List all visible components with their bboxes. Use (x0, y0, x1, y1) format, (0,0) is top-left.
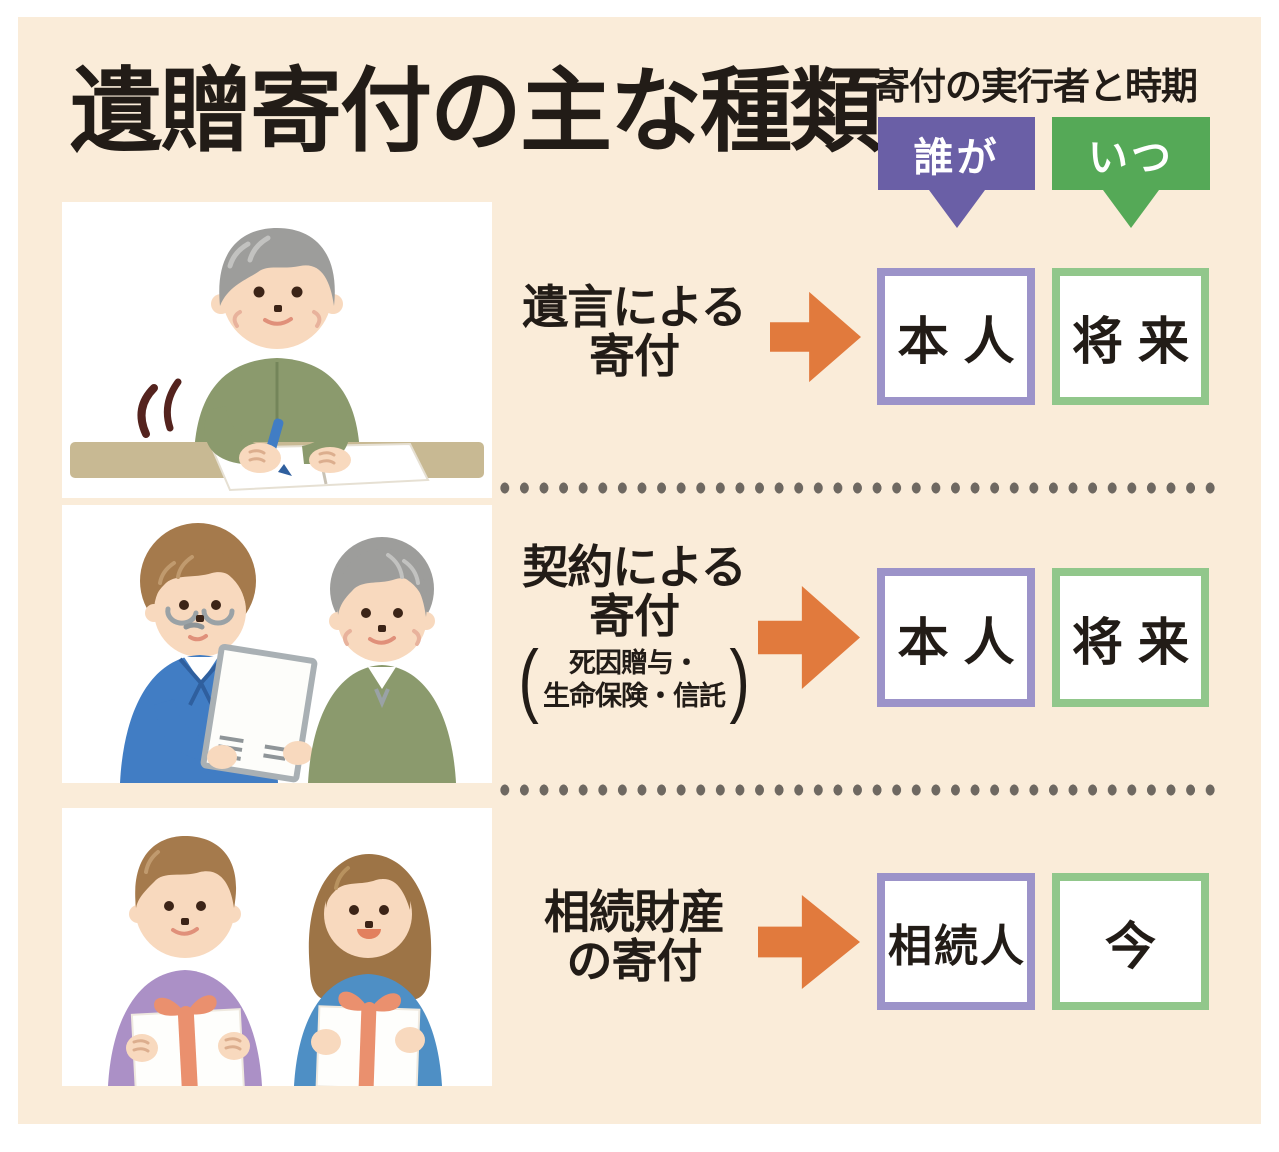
senior-writing-will-drawing (70, 228, 484, 492)
who-value-box-row2: 本人 (877, 568, 1035, 707)
heirs-holding-gifts-illustration (62, 808, 492, 1086)
dotted-divider (495, 784, 1216, 796)
row-label-line: 寄付 (589, 590, 680, 643)
note-line: 死因贈与・ (569, 648, 700, 679)
heirs-holding-gifts-drawing (108, 836, 442, 1086)
when-value-box-row3: 今 (1052, 873, 1209, 1010)
who-value-box-row3: 相続人 (877, 873, 1035, 1010)
contract-donation-note: ( 死因贈与・ 生命保険・信託 ) (492, 634, 776, 725)
row-label-line: 契約による (522, 541, 747, 593)
when-bubble: いつ (1052, 117, 1210, 190)
row-label-line: 遺言による (522, 281, 747, 333)
row-label-line: の寄付 (566, 935, 703, 988)
when-value: 今 (1104, 917, 1156, 975)
row-label-will-donation: 遺言による 寄付 (496, 281, 772, 383)
who-bubble: 誰が (878, 117, 1035, 190)
note-line: 生命保険・信託 (543, 680, 726, 711)
row-label-line: 寄付 (589, 330, 680, 383)
row-label-inheritance-donation: 相続財産 の寄付 (496, 886, 772, 988)
who-value: 本人 (897, 312, 1030, 370)
row-label-contract-donation: 契約による 寄付 (496, 541, 772, 643)
senior-writing-will-illustration (62, 202, 492, 498)
dotted-divider (495, 482, 1216, 494)
note-open-paren: ( (518, 634, 539, 725)
who-bubble-label: 誰が (913, 135, 1000, 180)
who-value-box-row1: 本人 (877, 268, 1035, 405)
page-title: 遺贈寄付の主な種類 (70, 61, 882, 163)
when-value-box-row1: 将来 (1052, 268, 1209, 405)
advisor-showing-contract-drawing (120, 523, 456, 783)
when-value: 将来 (1071, 312, 1204, 370)
who-value: 本人 (897, 613, 1030, 671)
note-close-paren: ) (729, 634, 750, 725)
legend-heading: 寄付の実行者と時期 (873, 66, 1198, 107)
advisor-showing-contract-illustration (62, 505, 492, 783)
row-label-line: 相続財産 (544, 886, 725, 938)
when-value-box-row2: 将来 (1052, 568, 1209, 707)
when-bubble-label: いつ (1088, 135, 1174, 180)
who-value: 相続人 (888, 921, 1026, 971)
when-value: 将来 (1071, 613, 1204, 671)
